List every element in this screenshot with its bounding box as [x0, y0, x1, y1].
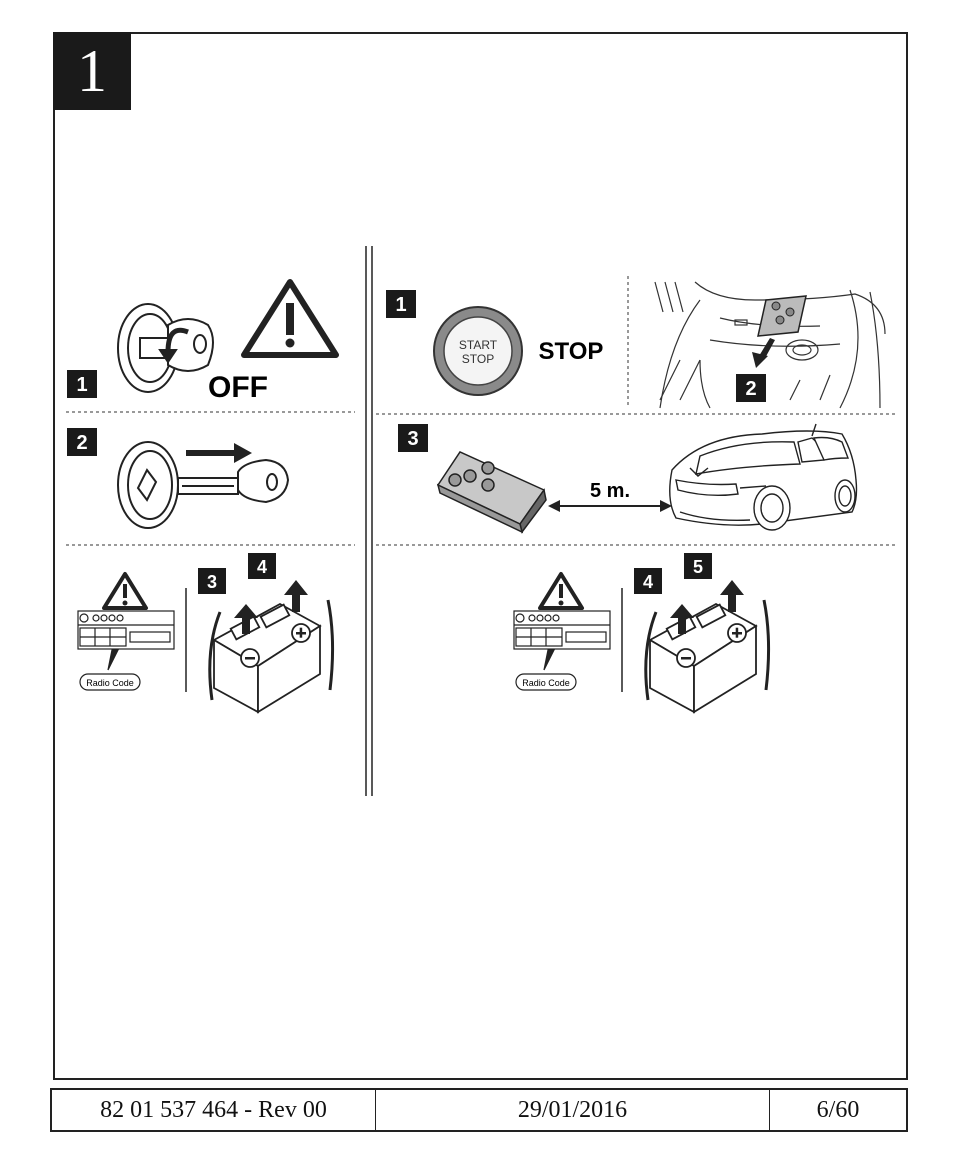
left-panel2-badge	[67, 428, 97, 456]
radio-code-pill	[79, 673, 141, 691]
right-panel-4: Radio Code 4 5	[513, 553, 771, 714]
ignition-lock-icon	[117, 441, 179, 529]
keycard-icon	[436, 451, 547, 534]
radio-code-pill	[515, 673, 577, 691]
left-panel3-badge-b-text: 4	[257, 557, 267, 577]
left-panel-2: 2	[67, 428, 290, 529]
right-panel4-badge-a	[634, 568, 662, 594]
button-line1: START	[459, 338, 498, 352]
footer-page-number: 6/60	[816, 1097, 860, 1123]
column-divider	[365, 246, 373, 796]
car-icon	[669, 423, 858, 531]
left-panel-1: 1 OFF	[67, 279, 339, 404]
console-keycard-slot-icon	[654, 281, 886, 409]
step-number-badge: 1	[53, 32, 131, 110]
keycard-icon	[752, 295, 807, 368]
footer-bar: 82 01 537 464 - Rev 00 29/01/2016 6/60	[50, 1088, 908, 1132]
ignition-lock-icon	[117, 303, 214, 393]
start-stop-button-icon[interactable]: START STOP	[433, 306, 523, 396]
right-panel3-badge	[398, 424, 428, 452]
right-panel1-badge	[386, 290, 416, 318]
right-panel-3: 3 5 m.	[398, 423, 858, 534]
footer-date: 29/01/2016	[376, 1090, 770, 1130]
right-panel1-badge-2-text: 2	[745, 378, 756, 400]
panel-separators	[66, 276, 895, 546]
warning-triangle-icon	[102, 572, 148, 610]
right-panel4-badge-a-text: 4	[643, 572, 653, 592]
right-panel4-badge-b-text: 5	[693, 557, 703, 577]
distance-arrow-icon	[548, 500, 672, 512]
radio-code-label: Radio Code	[522, 678, 570, 688]
left-panel1-badge-text: 1	[76, 374, 87, 396]
left-panel3-badge-b	[248, 553, 276, 579]
left-panel1-badge	[67, 370, 97, 398]
battery-icon	[208, 580, 335, 714]
page-frame	[53, 32, 908, 1080]
right-panel-1: 1 START STOP STOP	[386, 281, 886, 409]
right-panel1-badge-text: 1	[395, 294, 406, 316]
battery-icon	[644, 580, 771, 714]
footer-reference: 82 01 537 464 - Rev 00	[52, 1090, 376, 1130]
radio-code-label: Radio Code	[86, 678, 134, 688]
stop-label: STOP	[539, 338, 604, 365]
right-panel3-badge-text: 3	[407, 428, 418, 450]
warning-triangle-icon	[538, 572, 584, 610]
distance-label: 5 m.	[590, 480, 630, 502]
warning-triangle-icon	[241, 279, 339, 358]
left-panel3-badge-a	[198, 568, 226, 594]
button-line2: STOP	[462, 352, 494, 366]
off-label: OFF	[208, 371, 268, 404]
left-panel2-badge-text: 2	[76, 432, 87, 454]
right-panel4-badge-b	[684, 553, 712, 579]
radio-unit-icon	[513, 610, 611, 671]
left-panel-3: Radio Code 3 4	[77, 553, 335, 714]
arrow-right-icon	[186, 443, 252, 463]
key-icon	[177, 458, 290, 504]
radio-unit-icon	[77, 610, 175, 671]
left-panel3-badge-a-text: 3	[207, 572, 217, 592]
right-panel1-badge-2	[736, 374, 766, 402]
